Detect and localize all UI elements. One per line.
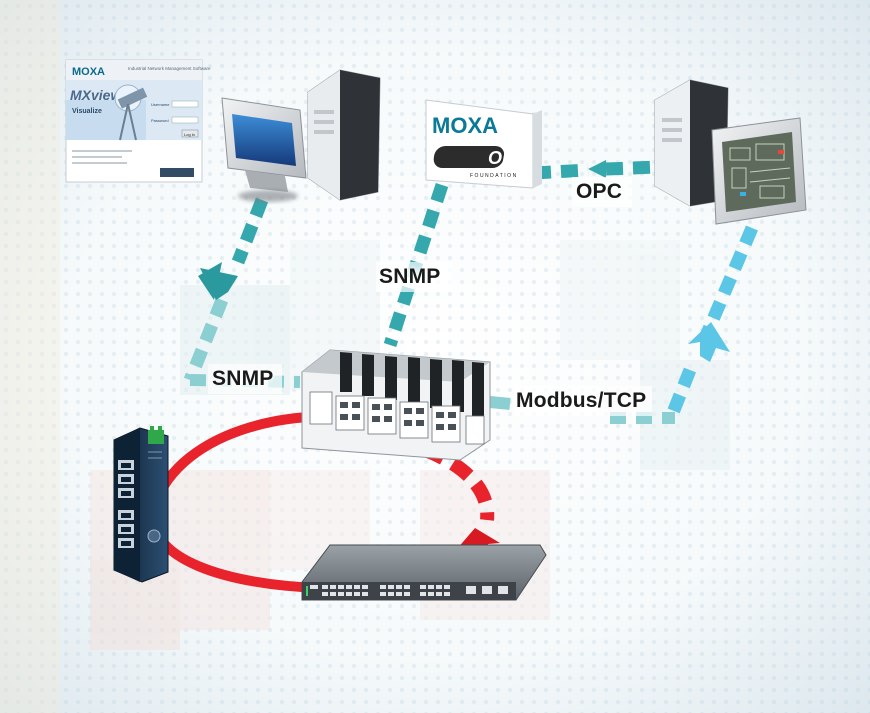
mxview-login-label: Log in — [184, 132, 195, 137]
opc-server-box: MOXA OPC FOUNDATION — [425, 99, 542, 189]
mxview-window: MOXA Industrial Network Management Softw… — [65, 59, 211, 183]
tower-pc-icon — [307, 69, 381, 201]
opc-box-brand: MOXA — [432, 113, 498, 138]
snmp-label-left: SNMP — [212, 367, 274, 390]
snmp-label-center: SNMP — [379, 265, 441, 288]
modbus-tcp-label: Modbus/TCP — [516, 389, 647, 412]
arrow-left-icon — [588, 160, 606, 178]
mxview-brand: MOXA — [72, 66, 105, 78]
mxview-product: MXview — [70, 87, 122, 103]
managed-switch-icon — [301, 349, 491, 461]
monitor-icon — [221, 97, 307, 202]
din-rail-switch-icon — [113, 426, 169, 583]
mxview-password-label: Password — [151, 118, 169, 123]
arrow-up-icon — [688, 322, 730, 362]
mxview-subtitle: Industrial Network Management Software — [128, 66, 211, 71]
telescope-icon — [114, 84, 148, 141]
mxview-username-label: Username — [151, 102, 170, 107]
opc-foundation: FOUNDATION — [470, 173, 518, 179]
opc-logo: OPC — [488, 148, 528, 168]
mxview-login-button[interactable] — [181, 129, 199, 138]
rackmount-switch-icon — [301, 544, 547, 601]
monitor-icon — [711, 117, 807, 225]
arrow-down-icon — [198, 262, 222, 300]
opc-label: OPC — [576, 180, 623, 203]
mxview-username-field[interactable] — [171, 100, 199, 108]
mxview-tagline: Visualize — [72, 108, 102, 115]
mxview-password-field[interactable] — [171, 116, 199, 124]
